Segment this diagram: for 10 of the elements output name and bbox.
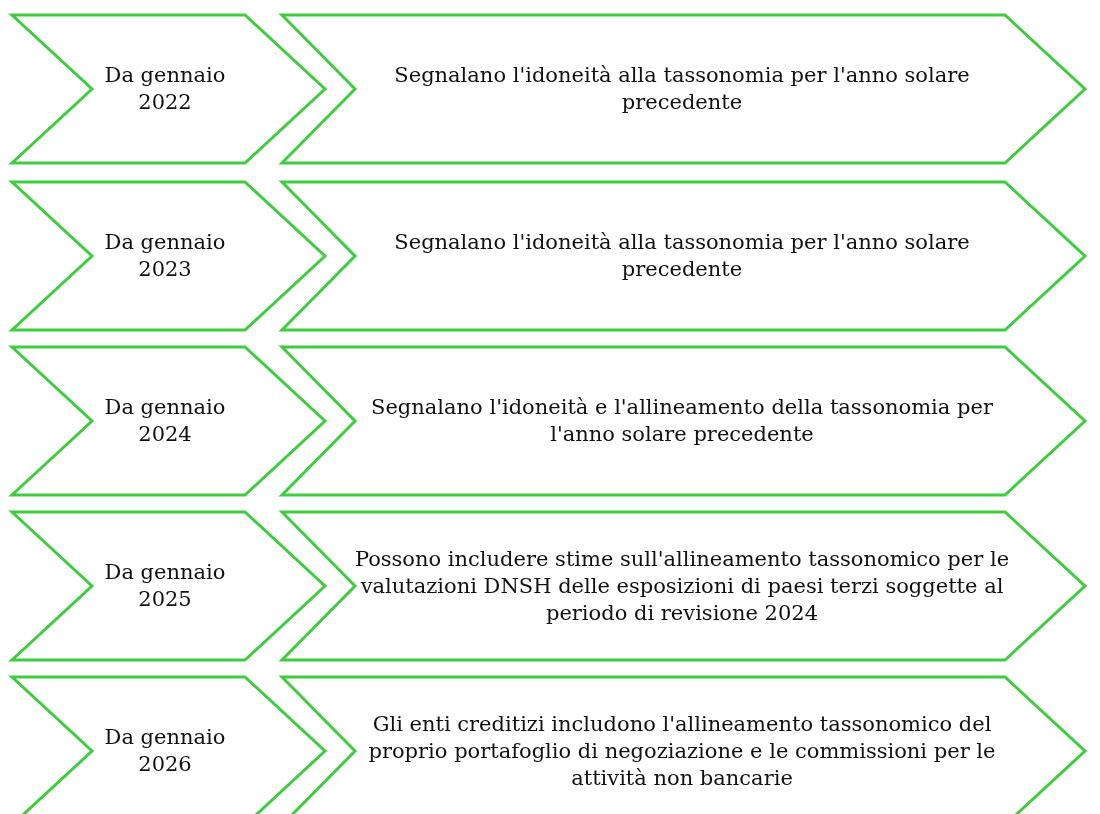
description-text: Gli enti creditizi includono l'allineamento tassonomico del proprio portafoglio di negoziazione e le commissioni per le attività non bancarie: [367, 710, 997, 792]
date-label: Da gennaio 2026: [103, 724, 227, 778]
description-text: Segnalano l'idoneità e l'allineamento della tassonomia per l'anno solare precedente: [370, 394, 994, 448]
date-label: Da gennaio 2023: [103, 229, 227, 283]
description-text: Possono includere stime sull'allineamento tassonomico per le valutazioni DNSH delle esposizioni di paesi terzi soggette al periodo di revisione 2024: [353, 545, 1011, 627]
description-text: Segnalano l'idoneità alla tassonomia per l'anno solare precedente: [393, 62, 971, 116]
date-label: Da gennaio 2025: [103, 559, 227, 613]
date-label: Da gennaio 2024: [103, 394, 227, 448]
description-text: Segnalano l'idoneità alla tassonomia per l'anno solare precedente: [393, 229, 971, 283]
date-label: Da gennaio 2022: [103, 62, 227, 116]
